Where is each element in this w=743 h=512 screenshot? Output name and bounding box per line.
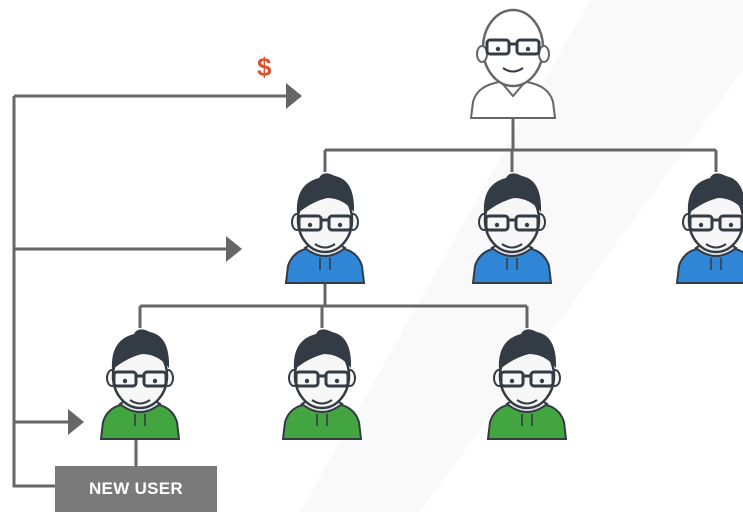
arrow-right-level0-icon xyxy=(286,83,302,109)
person-green-icon xyxy=(281,329,363,440)
avatars-layer xyxy=(99,8,743,440)
new-user-label-text: NEW USER xyxy=(88,479,183,498)
arrow-right-level1-icon xyxy=(226,236,242,262)
new-user-label: NEW USER xyxy=(55,466,217,512)
person-blue-icon xyxy=(284,173,366,284)
dollar-reward-icon: $ xyxy=(257,52,272,82)
person-blue-icon xyxy=(471,173,553,284)
arrow-right-level2-icon xyxy=(68,409,84,435)
payout-bracket xyxy=(12,83,302,488)
person-green-icon xyxy=(99,329,181,440)
person-green-icon xyxy=(486,329,568,440)
tree-connectors xyxy=(134,118,718,466)
bald-person-icon xyxy=(469,8,557,119)
person-blue-icon xyxy=(675,173,743,284)
bracket-line xyxy=(12,96,55,488)
